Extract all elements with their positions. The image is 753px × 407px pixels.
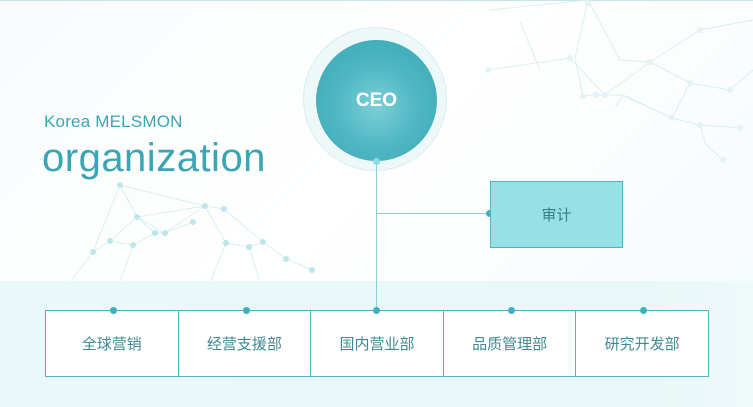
page-title: organization	[42, 136, 266, 180]
department-label: 国内营业部	[339, 335, 415, 353]
audit-node[interactable]: 审计	[490, 181, 623, 248]
department-node[interactable]: 国内营业部	[310, 311, 443, 376]
department-dot	[110, 307, 117, 314]
department-node[interactable]: 研究开发部	[575, 311, 708, 376]
department-dot	[373, 307, 380, 314]
department-dot	[508, 307, 515, 314]
audit-label: 审计	[541, 206, 572, 224]
department-node[interactable]: 品质管理部	[442, 311, 576, 376]
department-label: 全球营销	[81, 335, 142, 353]
department-label: 经营支援部	[206, 335, 282, 353]
department-dot	[640, 307, 647, 314]
connector-dot-audit	[486, 210, 493, 217]
company-subtitle: Korea MELSMON	[44, 112, 183, 131]
top-border	[0, 0, 753, 1]
department-label: 研究开发部	[604, 335, 680, 353]
connector-dot-ceo	[373, 158, 380, 165]
department-dot	[243, 307, 250, 314]
department-node[interactable]: 全球营销	[46, 311, 178, 376]
department-label: 品质管理部	[472, 335, 548, 353]
connector-audit	[376, 213, 490, 214]
ceo-node[interactable]: CEO	[316, 40, 437, 161]
ceo-label: CEO	[355, 89, 398, 111]
connector-vertical	[376, 161, 377, 310]
department-node[interactable]: 经营支援部	[177, 311, 311, 376]
department-row: 全球营销 经营支援部 国内营业部 品质管理部 研究开发部	[45, 310, 709, 377]
